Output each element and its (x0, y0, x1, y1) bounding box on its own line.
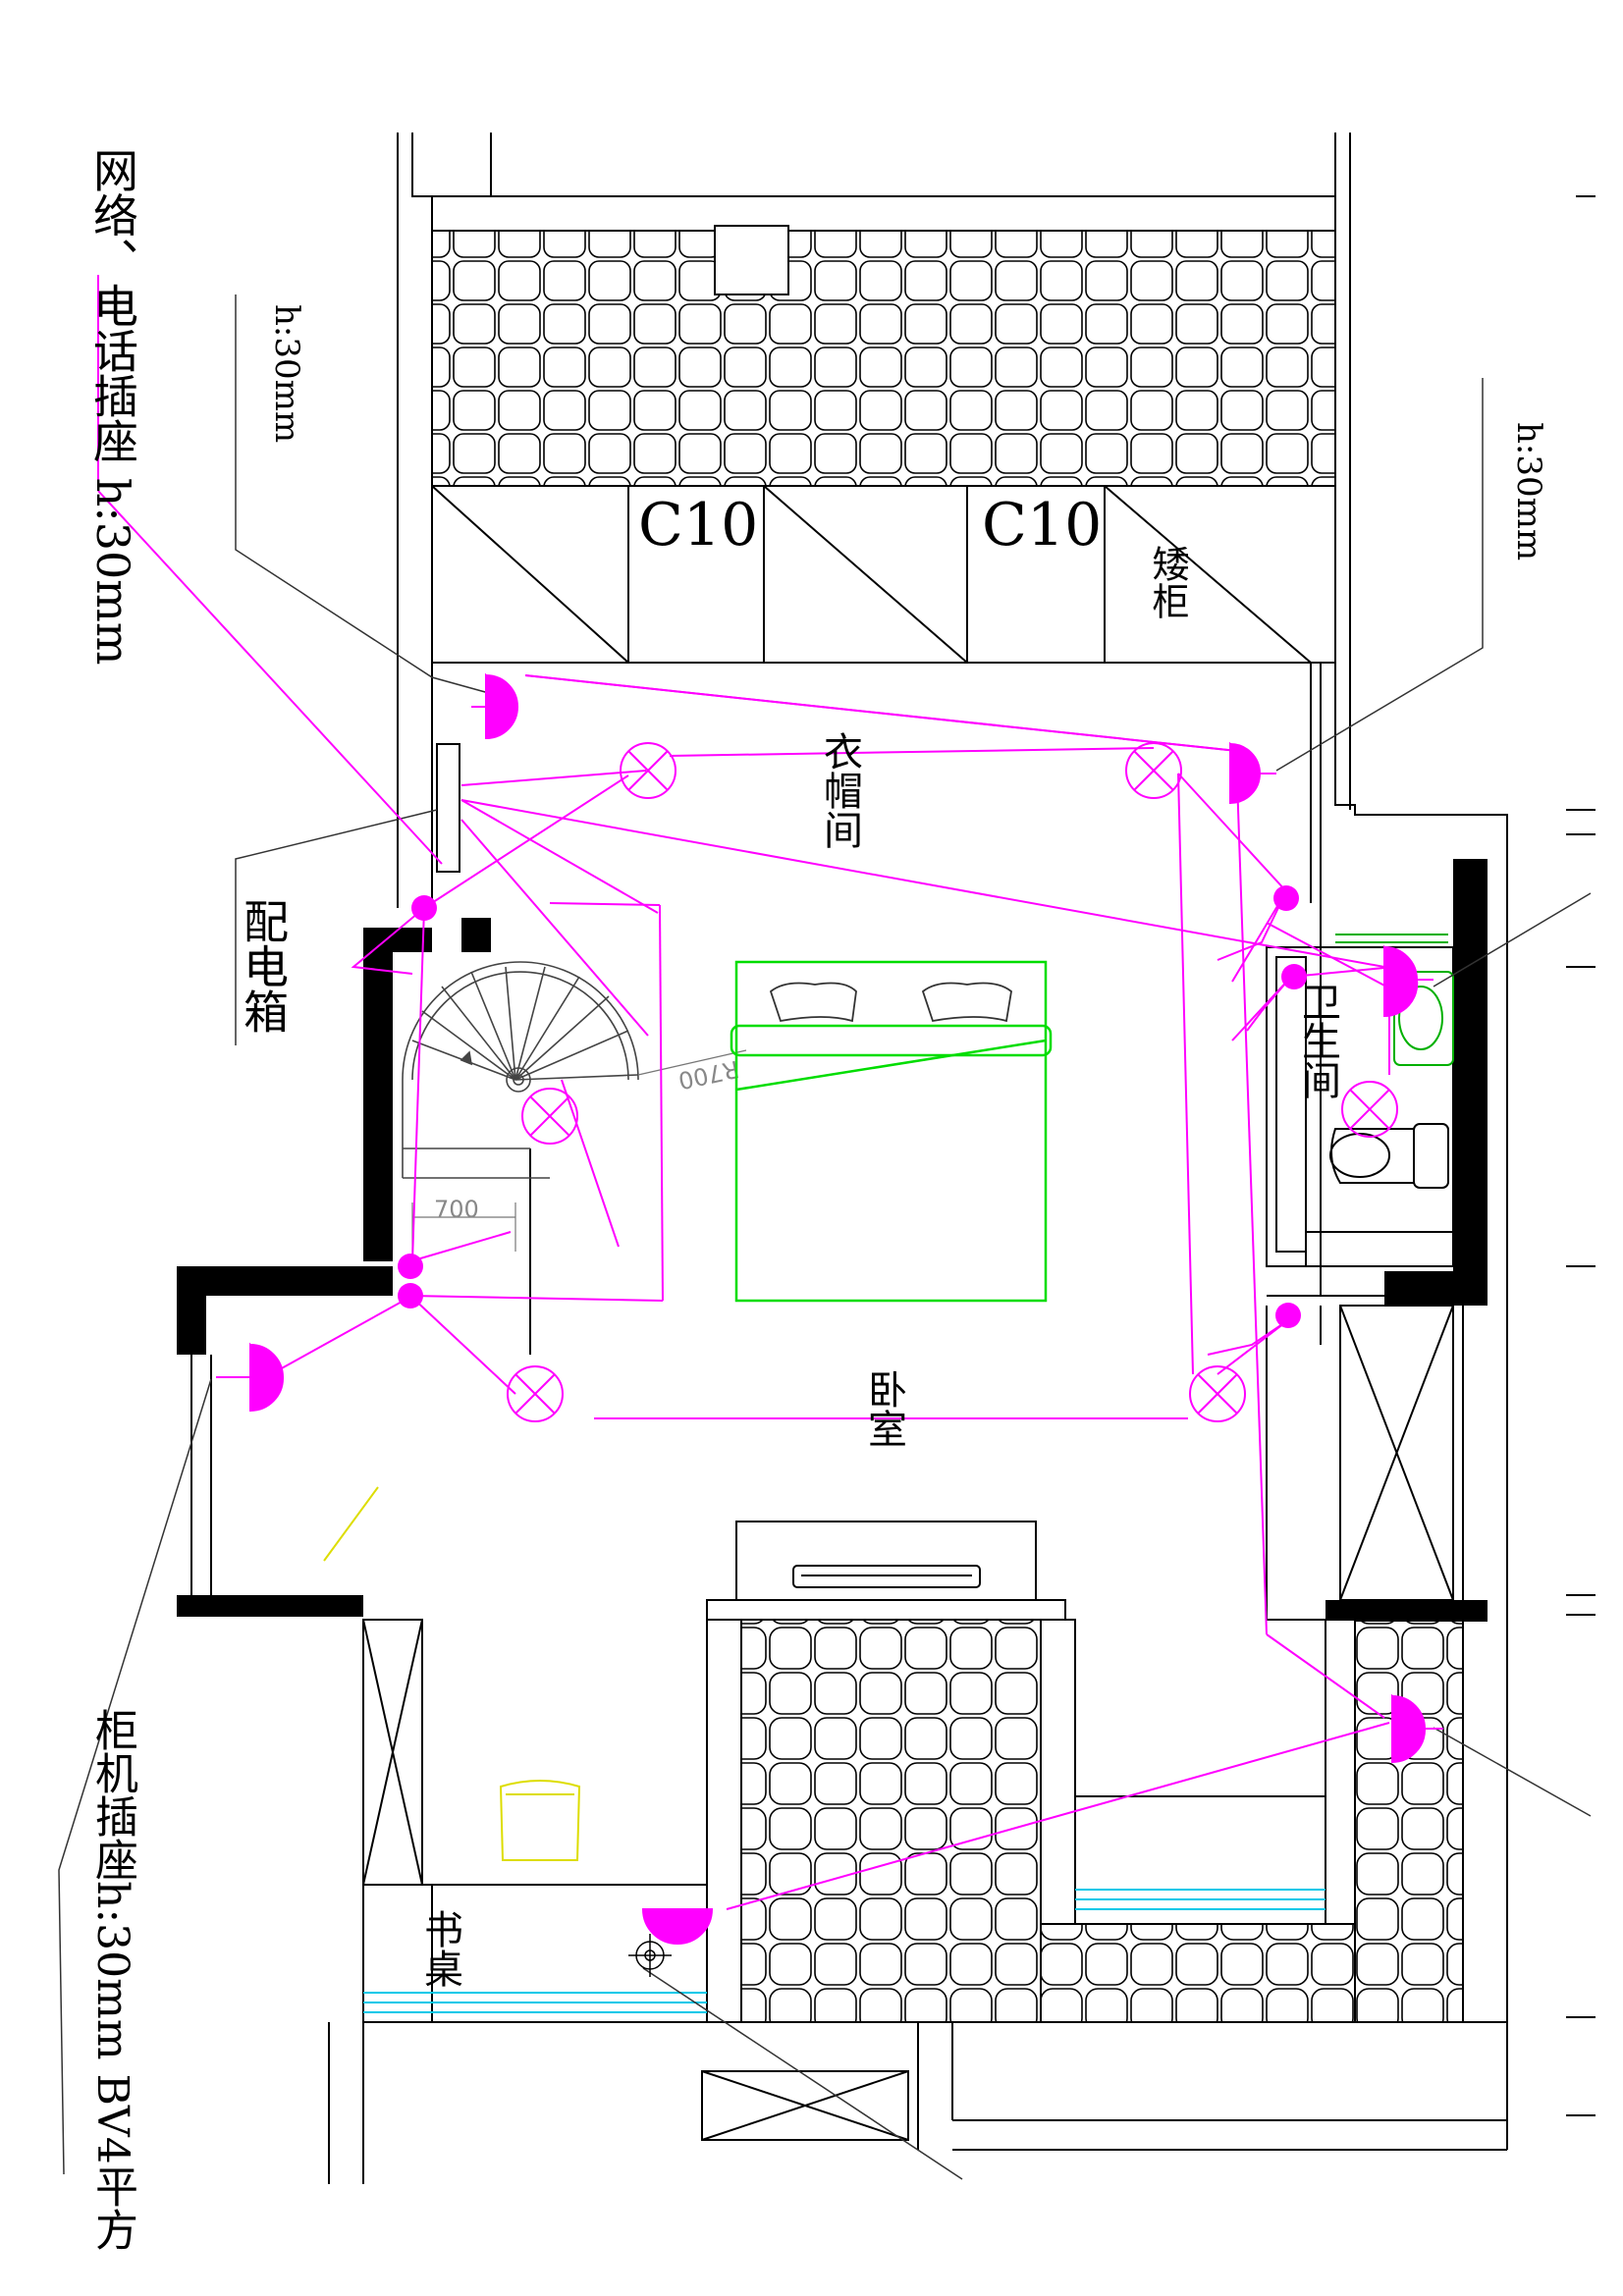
bathroom-label: 卫生间 (1295, 982, 1340, 1099)
glass-rail-lower (1075, 1889, 1325, 1910)
cloakroom-label: 衣帽间 (817, 731, 862, 849)
glass-rail-desk (363, 1992, 707, 2013)
ac-socket-label: 柜机插座h:30mm BV4平方 (87, 1708, 137, 2251)
network-phone-socket-label: 网络、电话插座 h:30mm (86, 147, 139, 666)
switches (398, 885, 1307, 1328)
desk-label: 书桌 (417, 1909, 462, 1988)
half-disc-socket-icon (641, 1908, 714, 1945)
lower-balcony-tiles-right (1354, 1619, 1464, 2023)
c10-label-right: C10 (982, 491, 1103, 560)
ceiling-light-icon (521, 1088, 578, 1145)
electrical-wiring (97, 275, 1395, 1910)
switch-icon (398, 1254, 423, 1279)
right-glass-door (1339, 1305, 1454, 1601)
half-disc-socket-icon (471, 672, 519, 740)
yellow-mark (323, 1486, 379, 1562)
lower-balcony-tiles (740, 1619, 1042, 2023)
half-disc-socket-icon (1391, 1693, 1443, 1764)
half-disc-socket-icon (216, 1342, 285, 1413)
skylight-box (714, 225, 789, 295)
wall-sockets (216, 672, 1443, 1945)
ceiling-lights (507, 742, 1398, 1422)
ceiling-light-icon (1341, 1081, 1398, 1138)
half-disc-socket-icon (1229, 741, 1276, 805)
top-balcony-tiles (431, 230, 1336, 487)
desk (362, 1884, 708, 2023)
c10-label-left: C10 (638, 491, 759, 560)
wardrobe-strip (431, 485, 1336, 903)
bed (730, 960, 1053, 1303)
leader-lines (58, 294, 1592, 2180)
bed-pillows (769, 982, 1012, 1023)
ceiling-light-icon (507, 1365, 564, 1422)
low-cabinet-label: 矮柜 (1146, 545, 1189, 619)
bottom-cabinet (701, 2070, 909, 2141)
ceiling-light-icon (620, 742, 676, 799)
distribution-box-symbol (436, 743, 460, 873)
dim-700-label: 700 (434, 1196, 479, 1223)
half-disc-socket-icon (1383, 944, 1434, 1018)
tv-cabinet (706, 1521, 1066, 1621)
height-label-left: h:30mm (267, 304, 306, 444)
switch-icon (1275, 1303, 1301, 1328)
switch-icon (398, 1283, 423, 1308)
height-label-right: h:30mm (1509, 422, 1548, 561)
thick-walls (177, 859, 1488, 1622)
distribution-box-label: 配电箱 (237, 898, 290, 1034)
left-door (362, 1619, 423, 1886)
switch-icon (1281, 964, 1307, 989)
stair-dimension-700 (411, 1049, 747, 1252)
switch-icon (1273, 885, 1299, 911)
switch-icon (411, 895, 437, 921)
ceiling-light-icon (1125, 742, 1182, 799)
tv-antenna-socket (628, 1934, 672, 1977)
balcony-inner-walls (1040, 1619, 1356, 1925)
bedroom-label: 卧室 (861, 1369, 906, 1448)
dim-r700-label: R700 (676, 1055, 741, 1095)
ceiling-light-icon (1189, 1365, 1246, 1422)
bathroom-fixtures (1266, 946, 1454, 1267)
bathroom-sink (1335, 934, 1454, 1066)
spiral-staircase (402, 961, 639, 1179)
margin-ticks (1566, 195, 1596, 2116)
lower-balcony-tiles-bottom (1040, 1923, 1356, 2023)
desk-chair (499, 1780, 581, 1861)
